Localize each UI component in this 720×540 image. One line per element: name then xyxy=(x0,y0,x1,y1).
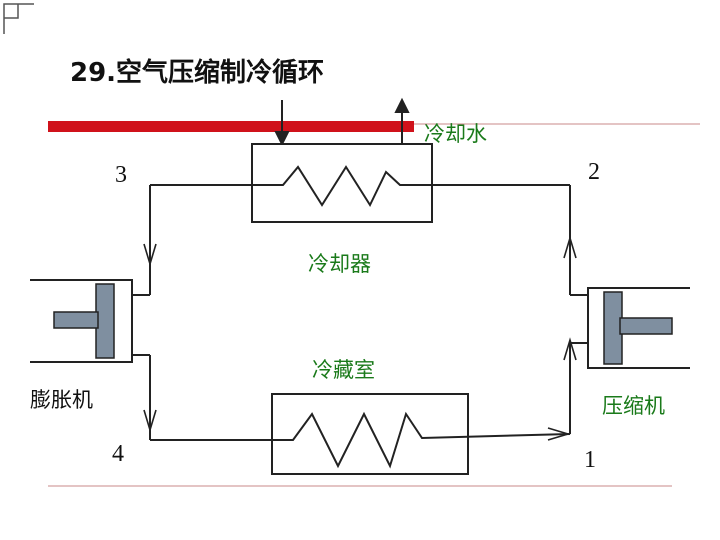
left-pipe xyxy=(132,185,151,440)
frame-corner-top-left xyxy=(3,3,34,34)
page-title: 29.空气压缩制冷循环 xyxy=(70,58,325,88)
cooling-water-arrows xyxy=(274,97,410,147)
cooler-coil xyxy=(150,165,570,208)
compressor-label: 压缩机 xyxy=(602,394,665,418)
cold-storage-box xyxy=(271,393,469,475)
right-flow-arrows xyxy=(547,235,577,441)
accent-bar xyxy=(48,121,414,132)
cooling-water-label: 冷却水 xyxy=(424,122,487,146)
cooler-box xyxy=(251,143,433,223)
expander-piston xyxy=(30,279,133,363)
expander-label: 膨胀机 xyxy=(30,388,93,412)
state-point-2: 2 xyxy=(588,159,600,185)
cold-storage-label: 冷藏室 xyxy=(312,358,375,382)
state-point-4: 4 xyxy=(112,441,124,467)
compressor-piston xyxy=(587,287,690,369)
state-point-3: 3 xyxy=(115,162,127,188)
state-point-1: 1 xyxy=(584,447,596,473)
left-flow-arrows xyxy=(143,243,157,433)
frame-corner-inner xyxy=(4,4,19,19)
cooler-label: 冷却器 xyxy=(308,252,371,276)
cold-storage-coil xyxy=(150,411,571,469)
right-pipe xyxy=(569,185,588,434)
